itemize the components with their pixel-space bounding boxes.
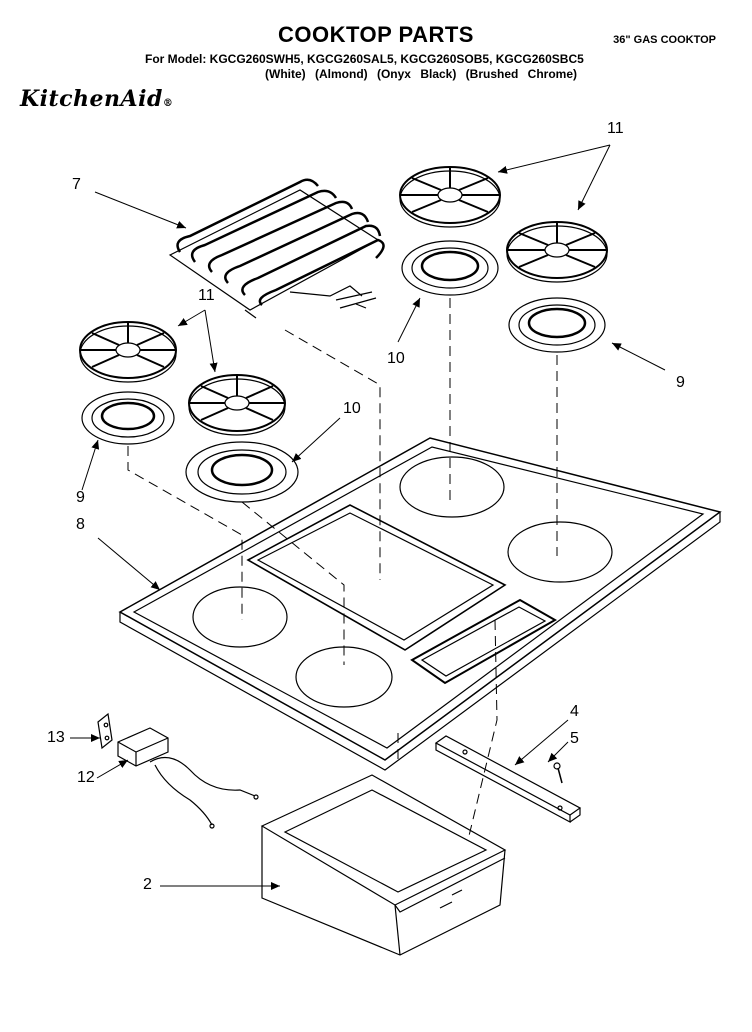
leader-lines: [70, 144, 666, 890]
burner-opening: [192, 586, 288, 648]
callout-11: 11: [198, 287, 215, 304]
burner-bowl: [81, 391, 175, 445]
burner-opening: [507, 521, 613, 583]
burner-grate: [506, 221, 608, 283]
model-numbers: For Model: KGCG260SWH5, KGCG260SAL5, KGC…: [145, 52, 584, 66]
grill-element: [168, 178, 385, 319]
griddle-well: [246, 504, 507, 651]
burner-bowl: [185, 441, 299, 503]
brand-logo-text: KitchenAid: [20, 86, 163, 112]
callout-8: 8: [76, 516, 85, 533]
callout-2: 2: [143, 876, 152, 893]
module-bracket: [97, 712, 113, 750]
callout-4: 4: [570, 703, 579, 720]
brand-trademark: ®: [162, 98, 174, 109]
page-title: COOKTOP PARTS: [278, 22, 474, 47]
control-panel-slot: [410, 598, 558, 685]
bracket-screw: [553, 762, 563, 784]
callout-10: 10: [387, 350, 405, 367]
burner-bowl: [508, 297, 606, 353]
callout-7: 7: [72, 176, 81, 193]
model-colors: (White) (Almond) (Onyx Black) (Brushed C…: [265, 67, 578, 81]
callout-11: 11: [607, 120, 624, 137]
callout-13: 13: [47, 729, 65, 746]
mounting-bracket: [434, 735, 582, 824]
cooktop-panel: [118, 437, 722, 771]
callout-5: 5: [570, 730, 579, 747]
burner-opening: [399, 456, 505, 518]
burner-grate: [188, 374, 286, 436]
callout-9: 9: [676, 374, 685, 391]
callout-12: 12: [77, 769, 95, 786]
burner-opening: [295, 646, 393, 708]
burner-box: [260, 774, 507, 956]
callout-10: 10: [343, 400, 361, 417]
callout-9: 9: [76, 489, 85, 506]
spark-module: [117, 727, 259, 829]
alignment-lines: [127, 298, 558, 841]
burner-grate: [79, 321, 177, 383]
brand-logo: KitchenAid®: [20, 86, 173, 112]
product-subtitle: 36" GAS COOKTOP: [613, 34, 716, 46]
burner-bowl: [401, 240, 499, 296]
burner-grate: [399, 166, 501, 228]
